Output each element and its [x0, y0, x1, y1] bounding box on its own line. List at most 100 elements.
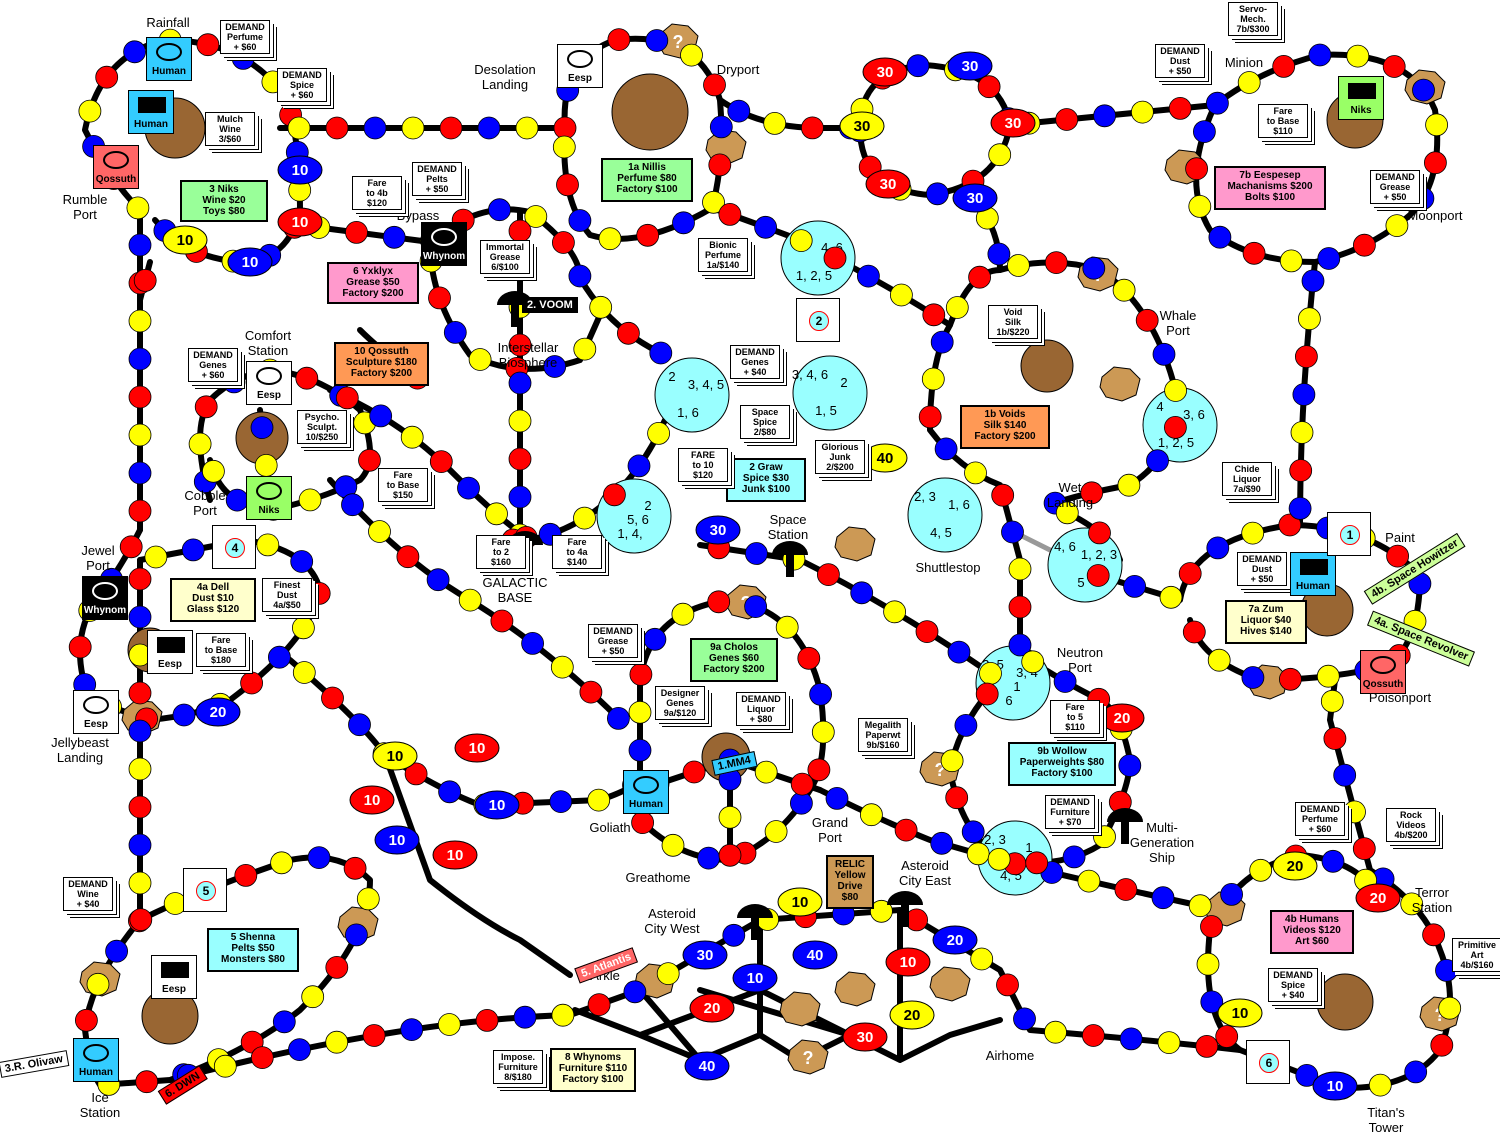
faction-tile[interactable]: Human	[73, 1038, 119, 1082]
route-space[interactable]	[128, 795, 152, 819]
route-space[interactable]	[1185, 157, 1208, 181]
route-space[interactable]	[335, 386, 359, 410]
route-space[interactable]	[1117, 473, 1141, 497]
route-space[interactable]	[1308, 43, 1332, 67]
route-space[interactable]	[240, 671, 264, 695]
route-space[interactable]	[508, 371, 532, 395]
route-space[interactable]	[1008, 595, 1032, 619]
route-space[interactable]	[1168, 97, 1192, 120]
route-space[interactable]	[979, 662, 1002, 685]
route-space[interactable]	[344, 923, 368, 947]
route-space[interactable]	[1279, 667, 1302, 691]
route-space[interactable]	[636, 223, 660, 247]
faction-tile[interactable]: Eesp	[151, 955, 197, 999]
route-space[interactable]	[128, 605, 152, 629]
route-space[interactable]	[1082, 256, 1106, 280]
route-space[interactable]	[987, 847, 1011, 871]
route-space[interactable]	[1025, 851, 1049, 875]
route-space[interactable]	[172, 703, 196, 727]
route-space[interactable]	[627, 454, 651, 478]
route-space[interactable]	[369, 404, 393, 428]
fuel-space[interactable]: 20	[689, 993, 735, 1023]
route-space[interactable]	[1152, 342, 1176, 366]
route-space[interactable]	[382, 225, 406, 249]
route-space[interactable]	[643, 627, 667, 651]
route-space[interactable]	[404, 762, 428, 786]
fuel-space[interactable]: 10	[777, 887, 823, 917]
route-space[interactable]	[823, 246, 847, 270]
route-space[interactable]	[718, 202, 742, 226]
route-space[interactable]	[307, 846, 331, 869]
route-space[interactable]	[1352, 837, 1376, 860]
sector-circle[interactable]: 2, 31, 64, 5	[907, 477, 983, 553]
route-space[interactable]	[587, 788, 611, 812]
planet-8[interactable]	[1316, 973, 1374, 1031]
route-space[interactable]	[809, 682, 832, 706]
route-space[interactable]	[475, 1009, 499, 1032]
route-space[interactable]	[1159, 585, 1183, 609]
asteroid[interactable]	[834, 971, 876, 1007]
route-space[interactable]	[556, 173, 579, 197]
faction-tile[interactable]: Eesp	[246, 361, 292, 405]
route-space[interactable]	[1055, 501, 1079, 525]
fuel-space[interactable]: 10	[885, 947, 931, 977]
route-space[interactable]	[1279, 249, 1303, 273]
route-space[interactable]	[133, 268, 157, 292]
route-space[interactable]	[568, 264, 592, 288]
route-space[interactable]	[515, 116, 539, 140]
fuel-space[interactable]: 20	[1272, 851, 1318, 881]
route-space[interactable]	[1241, 666, 1265, 689]
route-space[interactable]	[1044, 251, 1068, 275]
route-space[interactable]	[119, 535, 143, 559]
asteroid[interactable]	[834, 526, 876, 562]
route-space[interactable]	[550, 655, 574, 679]
route-space[interactable]	[568, 209, 592, 232]
route-space[interactable]	[918, 405, 942, 429]
fuel-space[interactable]: 30	[947, 51, 993, 81]
route-space[interactable]	[508, 409, 532, 433]
faction-tile[interactable]: Qossuth	[1360, 650, 1406, 694]
fuel-space[interactable]: 10	[454, 733, 500, 763]
route-space[interactable]	[201, 459, 225, 483]
sector-circle[interactable]: 23, 4, 51, 6	[654, 357, 730, 433]
route-space[interactable]	[105, 939, 128, 963]
route-space[interactable]	[1164, 415, 1187, 439]
route-space[interactable]	[128, 461, 152, 485]
route-space[interactable]	[426, 568, 450, 592]
route-space[interactable]	[964, 461, 987, 485]
route-space[interactable]	[1249, 858, 1273, 882]
route-space[interactable]	[1119, 1027, 1143, 1051]
event-card[interactable]: 5	[183, 868, 227, 912]
fuel-space[interactable]: 30	[990, 108, 1036, 138]
route-space[interactable]	[947, 640, 971, 664]
route-space[interactable]	[443, 320, 467, 344]
route-space[interactable]	[744, 595, 767, 618]
route-space[interactable]	[1237, 71, 1261, 94]
fuel-space[interactable]: 10	[349, 785, 395, 815]
fuel-space[interactable]: 40	[684, 1051, 730, 1081]
route-space[interactable]	[396, 545, 420, 569]
faction-tile[interactable]: Qossuth	[93, 145, 139, 189]
route-space[interactable]	[860, 803, 883, 827]
route-space[interactable]	[579, 680, 603, 704]
route-space[interactable]	[188, 432, 212, 456]
route-space[interactable]	[764, 820, 788, 843]
route-space[interactable]	[763, 112, 787, 135]
route-space[interactable]	[790, 772, 814, 796]
route-space[interactable]	[754, 215, 777, 239]
route-space[interactable]	[290, 550, 314, 573]
route-space[interactable]	[1135, 308, 1159, 332]
route-space[interactable]	[930, 831, 954, 855]
route-space[interactable]	[400, 425, 424, 449]
route-space[interactable]	[181, 538, 205, 562]
